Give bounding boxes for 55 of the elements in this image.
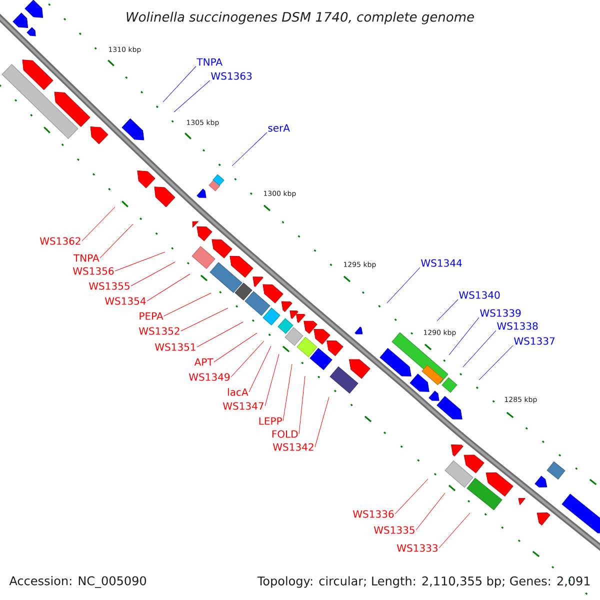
leader-line	[114, 252, 166, 272]
leader-line	[100, 224, 134, 258]
leader-line	[282, 364, 292, 422]
gene-label: WS1355	[88, 282, 130, 290]
gene-label: WS1335	[374, 526, 414, 534]
leader-line	[264, 354, 280, 406]
gene-label: WS1338	[497, 322, 538, 330]
leader-line	[130, 262, 176, 286]
leader-line	[462, 330, 496, 368]
gene-label: WS1336	[352, 510, 394, 518]
leader-line	[180, 308, 228, 332]
gene-label: WS1362	[40, 237, 80, 245]
leader-line	[314, 396, 330, 448]
leader-line	[196, 322, 244, 348]
leader-line	[416, 492, 446, 530]
gene-label: serA	[268, 124, 290, 132]
leader-line	[478, 345, 514, 380]
gene-label: lacA	[228, 388, 248, 396]
gene-label: LEPP	[259, 417, 282, 425]
leader-line	[230, 340, 264, 378]
leader-line	[162, 66, 196, 102]
gene-label: APT	[194, 358, 214, 366]
gene-label: WS1363	[211, 72, 252, 80]
leader-line	[394, 478, 428, 514]
gene-label: WS1339	[480, 309, 521, 317]
gene-label: TNPA	[73, 254, 100, 262]
gene-label: PEPA	[140, 312, 164, 320]
gene-label: WS1340	[459, 291, 500, 299]
leader-line	[174, 80, 210, 112]
leader-line	[248, 346, 272, 392]
leader-line	[448, 317, 480, 356]
leader-line	[214, 332, 258, 362]
gene-label: WS1352	[138, 327, 180, 335]
leader-line	[438, 512, 470, 548]
gene-label: FOLD	[272, 430, 298, 438]
gene-label: WS1351	[154, 343, 196, 351]
gene-label: WS1337	[514, 337, 555, 345]
gene-label: WS1342	[272, 443, 314, 451]
leader-line	[232, 132, 268, 166]
gene-label: WS1333	[396, 544, 438, 552]
leader-line	[146, 274, 190, 302]
gene-label: WS1344	[421, 259, 462, 267]
leader-line	[298, 376, 306, 434]
gene-label: WS1354	[104, 297, 146, 305]
leader-line	[164, 292, 212, 316]
gene-label: TNPA	[196, 58, 222, 66]
leader-line	[82, 206, 116, 242]
leader-line	[436, 299, 458, 322]
gene-label: WS1349	[188, 373, 230, 381]
info-text: Topology: circular; Length: 2,110,355 bp; Genes: 2,091	[257, 576, 590, 588]
leader-line	[386, 267, 420, 304]
title: Wolinella succinogenes DSM 1740, complete genome	[126, 12, 474, 24]
gene-label: WS1356	[72, 267, 114, 275]
gene-label: WS1347	[222, 402, 264, 410]
info-text: Accession: NC_005090	[9, 576, 146, 588]
